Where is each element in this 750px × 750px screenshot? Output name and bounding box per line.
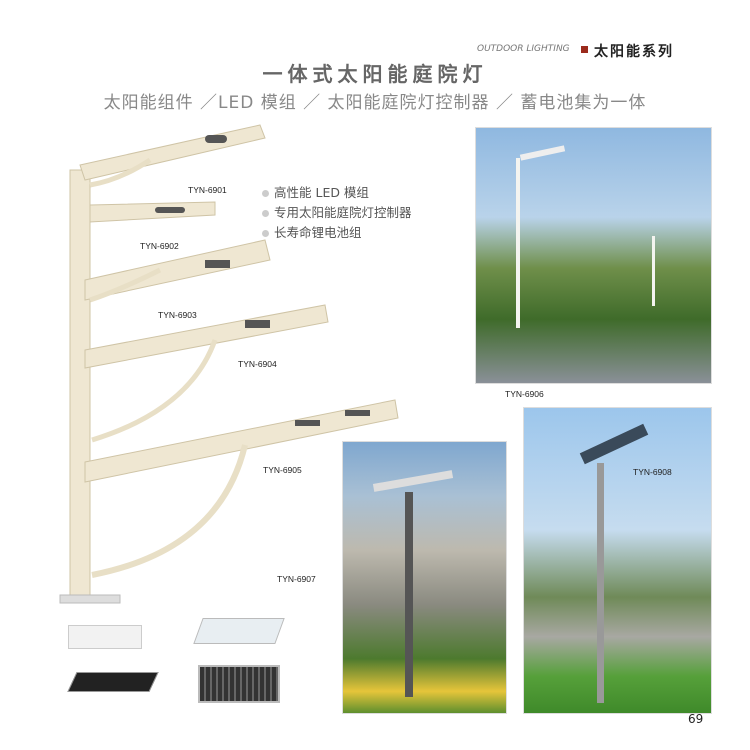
page-subtitle: 太阳能组件 ／LED 模组 ／ 太阳能庭院灯控制器 ／ 蓄电池集为一体 xyxy=(103,93,647,113)
photo-tyn-6906 xyxy=(475,127,712,384)
photo-tyn-6907 xyxy=(342,441,507,714)
series-en: OUTDOOR LIGHTING xyxy=(477,44,570,54)
model-label-6906: TYN-6906 xyxy=(505,389,544,399)
feature-item: 高性能 LED 模组 xyxy=(262,182,369,201)
model-label-6901: TYN-6901 xyxy=(188,185,227,195)
model-label-6905: TYN-6905 xyxy=(263,465,302,475)
page-title: 一体式太阳能庭院灯 xyxy=(262,62,488,86)
model-label-6908: TYN-6908 xyxy=(633,467,672,477)
model-label-6907: TYN-6907 xyxy=(277,574,316,584)
series-marker xyxy=(581,46,588,53)
page-number: 69 xyxy=(688,712,704,726)
feature-item: 专用太阳能庭院灯控制器 xyxy=(262,202,412,221)
feature-item: 长寿命锂电池组 xyxy=(262,222,362,241)
thumbnail-lamp-front xyxy=(68,625,142,649)
model-label-6904: TYN-6904 xyxy=(238,359,277,369)
thumbnail-panel-back xyxy=(198,665,280,703)
pole-illustration xyxy=(59,124,399,604)
photo-tyn-6908 xyxy=(523,407,712,714)
model-label-6903: TYN-6903 xyxy=(158,310,197,320)
thumbnail-solar-panel xyxy=(67,672,159,692)
thumbnail-lamp-angled xyxy=(193,618,285,644)
series-cn: 太阳能系列 xyxy=(594,44,674,60)
model-label-6902: TYN-6902 xyxy=(140,241,179,251)
